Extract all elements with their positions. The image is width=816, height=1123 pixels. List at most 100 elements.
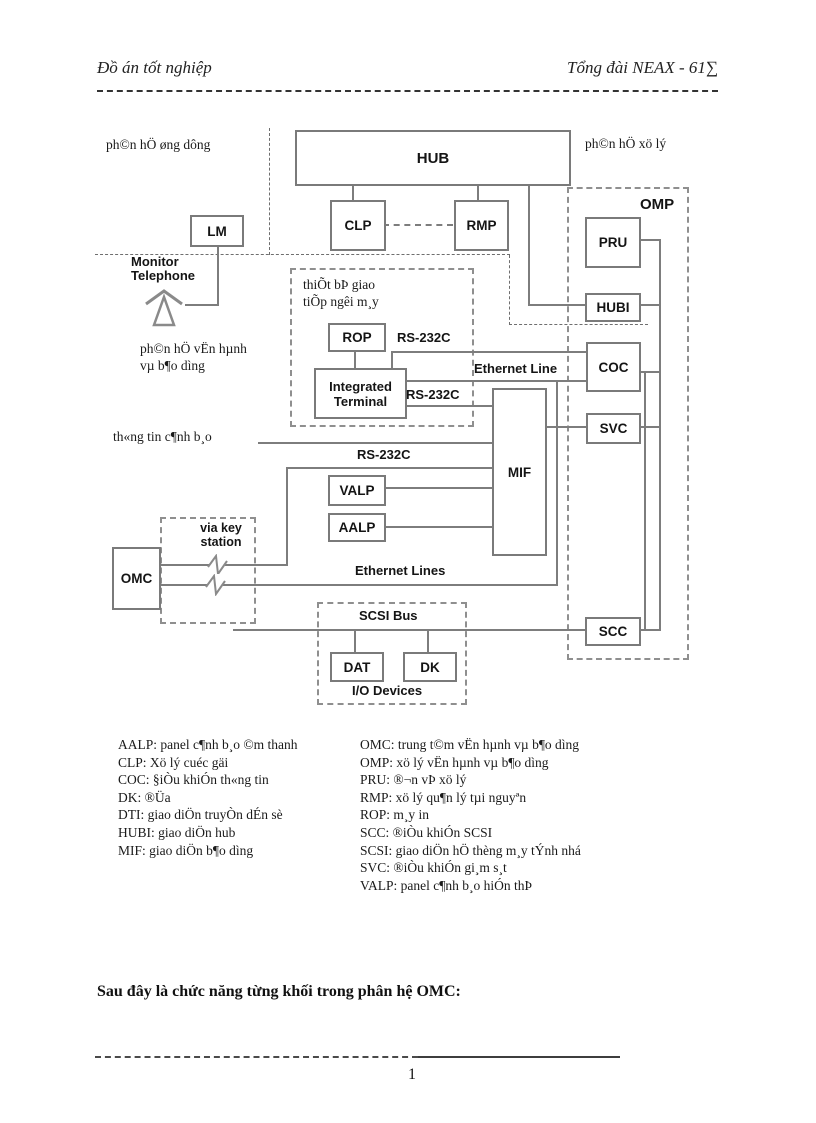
line-rs232c-omc-mif <box>286 467 493 469</box>
line-scc-bus <box>637 629 661 631</box>
line-coc-bus <box>637 371 661 373</box>
line-pru-bus <box>637 239 661 241</box>
line-lm-telephone <box>185 304 219 306</box>
block-omc: OMC <box>112 547 161 610</box>
legend-item: DK: ®Üa <box>118 789 171 805</box>
scsi-bus-label: SCSI Bus <box>359 608 418 623</box>
line-valp-mif <box>382 487 492 489</box>
legend-item: HUBI: giao diÖn hub <box>118 824 236 840</box>
legend-item: SCSI: giao diÖn hÖ thèng m¸y tÝnh nhá <box>360 842 581 858</box>
line-scsi-bus <box>233 629 586 631</box>
alarm-info-label: th«ng tin c¶nh b¸o <box>113 429 212 444</box>
block-hub-label: HUB <box>416 149 450 167</box>
block-mif: MIF <box>492 388 547 556</box>
boundary-step <box>509 255 510 325</box>
telephone-icon <box>145 289 183 327</box>
line-lm-down <box>217 243 219 306</box>
legend-item: SVC: ®iÒu khiÓn gi¸m s¸t <box>360 860 507 876</box>
line-hub-hubi <box>529 304 587 306</box>
line-rs232c-terminal-mif <box>403 405 493 407</box>
block-pru-label: PRU <box>598 235 628 250</box>
block-hub: HUB <box>295 130 571 186</box>
block-rop: ROP <box>328 323 386 352</box>
line-ethernet-lines <box>157 584 558 586</box>
block-scc-label: SCC <box>598 624 628 639</box>
doc-title-left: Đồ án tốt nghiệp <box>97 58 212 77</box>
block-lm: LM <box>190 215 244 247</box>
legend-item: ROP: m¸y in <box>360 807 430 823</box>
block-hubi-label: HUBI <box>596 300 630 315</box>
legend-item: COC: §iÒu khiÓn th«ng tin <box>118 772 269 788</box>
block-rop-label: ROP <box>342 330 372 345</box>
rs232c-label-1: RS-232C <box>397 330 451 345</box>
block-lm-label: LM <box>207 223 227 239</box>
boundary-om-processing <box>509 324 648 325</box>
boundary-application-om <box>95 254 510 255</box>
block-dat: DAT <box>330 652 384 682</box>
legend-right-column: OMC: trung t©m vËn hµnh vµ b¶o dìng OMP:… <box>360 736 581 894</box>
line-mif-svc <box>543 426 587 428</box>
omp-bus-line-2 <box>644 371 646 631</box>
footer-divider-solid <box>418 1056 620 1058</box>
om-subsystem-label: ph©n hÖ vËn hµnh vµ b¶o dìng <box>140 341 247 373</box>
application-subsystem-label: ph©n hÖ øng dông <box>106 137 211 152</box>
line-ethernet-down <box>556 380 558 586</box>
block-integrated-terminal-label: Integrated Terminal <box>329 378 392 409</box>
omp-region-box <box>567 187 689 660</box>
divider-application-processing <box>269 128 270 255</box>
line-ethernet-coc <box>403 380 587 382</box>
legend-item: PRU: ®¬n vÞ xö lý <box>360 772 467 788</box>
line-bus-dat <box>354 629 356 653</box>
block-aalp-label: AALP <box>338 520 376 535</box>
header-divider <box>97 90 718 92</box>
legend-left-column: AALP: panel c¶nh b¸o ©m thanh CLP: Xö lý… <box>118 736 297 859</box>
mmi-equipment-label: thiÕt bÞ giao tiÕp ngêi m¸y <box>303 277 379 309</box>
line-hub-clp <box>352 182 354 201</box>
omp-region-label: OMP <box>640 196 675 213</box>
block-valp: VALP <box>328 475 386 506</box>
line-terminal-up <box>391 351 393 369</box>
block-hubi: HUBI <box>585 293 641 322</box>
block-aalp: AALP <box>328 513 386 542</box>
line-aalp-mif <box>382 526 492 528</box>
legend-item: CLP: Xö lý cuéc gäi <box>118 754 229 770</box>
line-bus-dk <box>427 629 429 653</box>
monitor-telephone-label: Monitor Telephone <box>131 254 196 283</box>
block-mif-label: MIF <box>507 464 532 480</box>
processing-subsystem-label: ph©n hÖ xö lý <box>585 136 667 151</box>
block-integrated-terminal: Integrated Terminal <box>314 368 407 419</box>
block-valp-label: VALP <box>339 483 375 498</box>
block-omc-label: OMC <box>120 571 153 586</box>
block-pru: PRU <box>585 217 641 268</box>
legend-item: AALP: panel c¶nh b¸o ©m thanh <box>118 737 298 752</box>
legend-item: VALP: panel c¶nh b¸o hiÓn thÞ <box>360 877 532 893</box>
legend-item: DTI: giao diÖn truyÒn dÉn sè <box>118 807 283 823</box>
block-rmp-label: RMP <box>466 218 497 233</box>
omp-bus-line-1 <box>659 239 661 631</box>
via-key-station-box <box>160 517 256 624</box>
line-break-icon <box>205 574 226 596</box>
closing-sentence: Sau đây là chức năng từng khối trong phâ… <box>97 983 461 1000</box>
block-coc-label: COC <box>598 359 629 375</box>
legend-item: SCC: ®iÒu khiÓn SCSI <box>360 824 493 840</box>
block-dk-label: DK <box>420 659 440 675</box>
scsi-region-box <box>317 602 467 705</box>
line-clp-rmp <box>383 224 453 226</box>
line-svc-bus <box>637 426 661 428</box>
doc-title-right: Tổng đài NEAX - 61∑ <box>567 58 718 77</box>
rs232c-label-3: RS-232C <box>357 447 411 462</box>
legend-item: MIF: giao diÖn b¶o dìng <box>118 842 254 858</box>
footer-divider-dashed <box>95 1056 418 1058</box>
block-svc: SVC <box>586 413 641 444</box>
line-hubi-bus <box>637 304 661 306</box>
block-rmp: RMP <box>454 200 509 251</box>
block-scc: SCC <box>585 617 641 646</box>
block-svc-label: SVC <box>599 421 628 436</box>
ethernet-lines-label: Ethernet Lines <box>355 563 446 578</box>
legend-item: RMP: xö lý qu¶n lý tµi nguyªn <box>360 789 527 805</box>
legend-item: OMC: trung t©m vËn hµnh vµ b¶o dìng <box>360 737 580 752</box>
block-dk: DK <box>403 652 457 682</box>
page-number: 1 <box>408 1066 416 1083</box>
line-rop-terminal <box>354 348 356 369</box>
